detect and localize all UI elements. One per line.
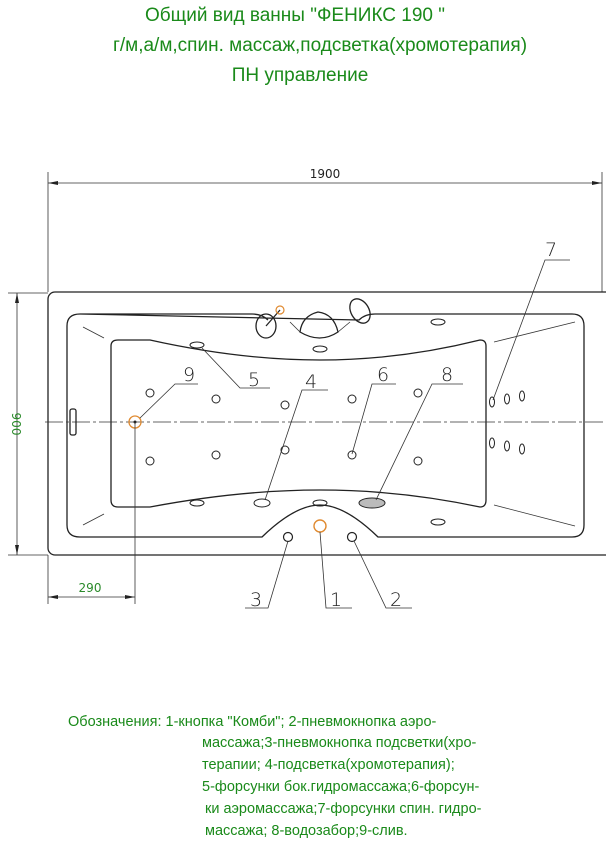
legend-line-3: терапии; 4-подсветка(хромотерапия); — [202, 757, 455, 773]
headrest-icon — [289, 311, 351, 339]
dimension-length-label: 1900 — [310, 167, 341, 181]
legend-line-1: Обозначения: 1-кнопка "Комби"; 2-пневмок… — [68, 714, 437, 730]
tub-outer-rim — [47, 291, 606, 556]
dimension-length: 1900 — [47, 167, 603, 292]
callout-1: 1 — [330, 589, 342, 611]
dimension-width: 900 — [8, 292, 48, 556]
drawing-title: Общий вид ванны "ФЕНИКС 190 " — [144, 5, 446, 26]
light-pneumo-button-icon — [282, 531, 294, 543]
dimension-width-label: 900 — [9, 413, 23, 436]
drawing-control-type: ПН управление — [231, 65, 369, 86]
aero-pneumo-button-icon — [346, 531, 358, 543]
side-hydro-jets — [189, 318, 446, 526]
tub-inner-rim — [66, 313, 585, 538]
dimension-drain-label: 290 — [79, 581, 102, 595]
drawing-subtitle: г/м,а/м,спин. массаж,подсветка(хромотера… — [112, 35, 528, 56]
faucet-icon — [255, 305, 285, 339]
legend-line-6: массажа; 8-водозабор;9-слив. — [205, 823, 408, 839]
callout-6: 6 — [377, 364, 389, 386]
water-intake-icon — [358, 497, 386, 509]
overflow-icon — [69, 408, 77, 436]
aero-jets — [145, 388, 423, 466]
bathtub-drawing: 1900 900 290 — [8, 167, 606, 611]
callout-2: 2 — [390, 589, 402, 611]
callout-9: 9 — [183, 364, 195, 386]
dimension-drain-offset: 290 — [47, 555, 135, 604]
legend-line-5: ки аэромассажа;7-форсунки спин. гидро- — [205, 801, 482, 817]
legend-line-4: 5-форсунки бок.гидромассажа;6-форсун- — [202, 779, 480, 795]
callout-7: 7 — [545, 239, 557, 261]
back-hydro-jets — [489, 390, 525, 455]
callout-8: 8 — [441, 364, 453, 386]
callout-5: 5 — [248, 369, 260, 391]
legend-line-2: массажа;3-пневмокнопка подсветки(хро- — [202, 735, 477, 751]
tub-basin — [110, 339, 487, 508]
callout-4: 4 — [305, 371, 317, 393]
shower-handle-icon — [349, 298, 371, 324]
callout-3: 3 — [250, 589, 262, 611]
combi-button-icon — [313, 519, 327, 533]
